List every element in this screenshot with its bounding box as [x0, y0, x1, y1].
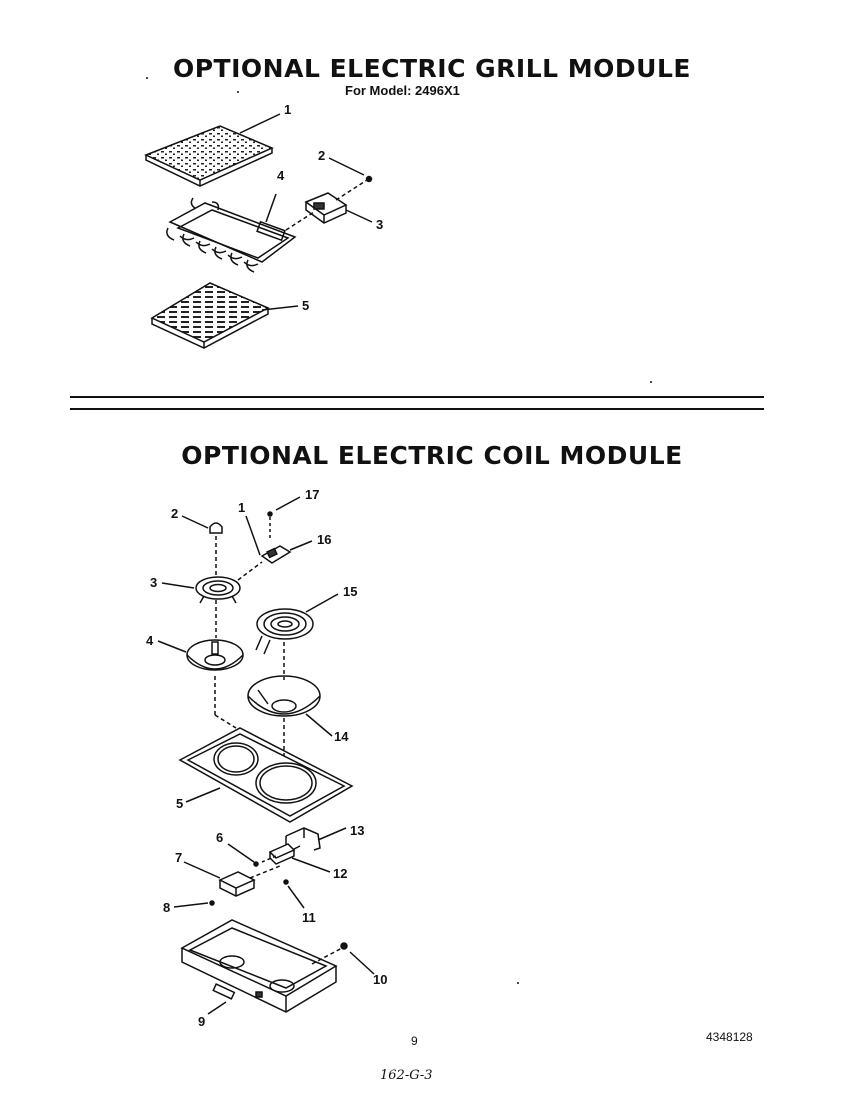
coil-callout-3: 3	[150, 575, 158, 590]
coil-trim-plate-part-5	[180, 728, 352, 822]
section-divider-bottom	[70, 408, 764, 410]
page-number: 9	[411, 1034, 418, 1048]
coil-knob-part-2	[210, 523, 222, 533]
coil-screw-part-11	[284, 880, 288, 884]
coil-callout-13: 13	[350, 823, 365, 838]
grill-screw-part-2	[367, 177, 372, 182]
coil-small-element-part-3	[196, 577, 240, 603]
coil-screw-part-8	[210, 901, 214, 905]
coil-terminal-block-part-7	[220, 872, 254, 896]
grill-callout-1: 1	[284, 102, 292, 117]
coil-large-drip-bowl-part-14	[248, 676, 320, 716]
coil-callout-1: 1	[238, 500, 246, 515]
coil-callout-8: 8	[163, 900, 171, 915]
grill-callout-5: 5	[302, 298, 310, 313]
coil-screw-part-10	[341, 943, 347, 949]
grill-callout-2: 2	[318, 148, 326, 163]
part-number: 4348128	[706, 1030, 753, 1044]
grill-terminal-part-3	[306, 193, 346, 223]
coil-small-drip-bowl-part-4	[187, 640, 243, 670]
model-line: For Model: 2496X1	[345, 83, 460, 98]
coil-large-element-part-15	[256, 609, 313, 654]
grill-plate-part-1	[146, 126, 272, 186]
coil-callout-11: 11	[302, 910, 316, 925]
grill-element-part-4	[167, 198, 295, 272]
coil-callout-10: 10	[373, 972, 388, 987]
coil-callout-12: 12	[333, 866, 348, 881]
grill-module-title: OPTIONAL ELECTRIC GRILL MODULE	[172, 54, 691, 83]
coil-callout-6: 6	[216, 830, 224, 845]
grill-callout-3: 3	[376, 217, 384, 232]
coil-callout-2: 2	[171, 506, 179, 521]
coil-callout-9: 9	[198, 1014, 206, 1029]
handwritten-note: 162-G-3	[380, 1068, 433, 1083]
coil-callout-4: 4	[146, 633, 154, 648]
coil-callout-16: 16	[317, 532, 332, 547]
section-divider-top	[70, 396, 764, 398]
grill-drip-pan-part-5	[152, 283, 268, 348]
coil-box-part-9	[182, 920, 336, 1012]
coil-callout-5: 5	[176, 796, 184, 811]
coil-screw-part-6	[254, 862, 258, 866]
coil-clip-part-12	[270, 844, 294, 864]
coil-module-title: OPTIONAL ELECTRIC COIL MODULE	[181, 441, 683, 470]
grill-callout-4: 4	[277, 168, 285, 183]
coil-callout-7: 7	[175, 850, 183, 865]
coil-callout-17: 17	[305, 487, 320, 502]
coil-receptacle-part-16	[262, 546, 290, 563]
coil-callout-14: 14	[334, 729, 349, 744]
coil-callout-15: 15	[343, 584, 358, 599]
